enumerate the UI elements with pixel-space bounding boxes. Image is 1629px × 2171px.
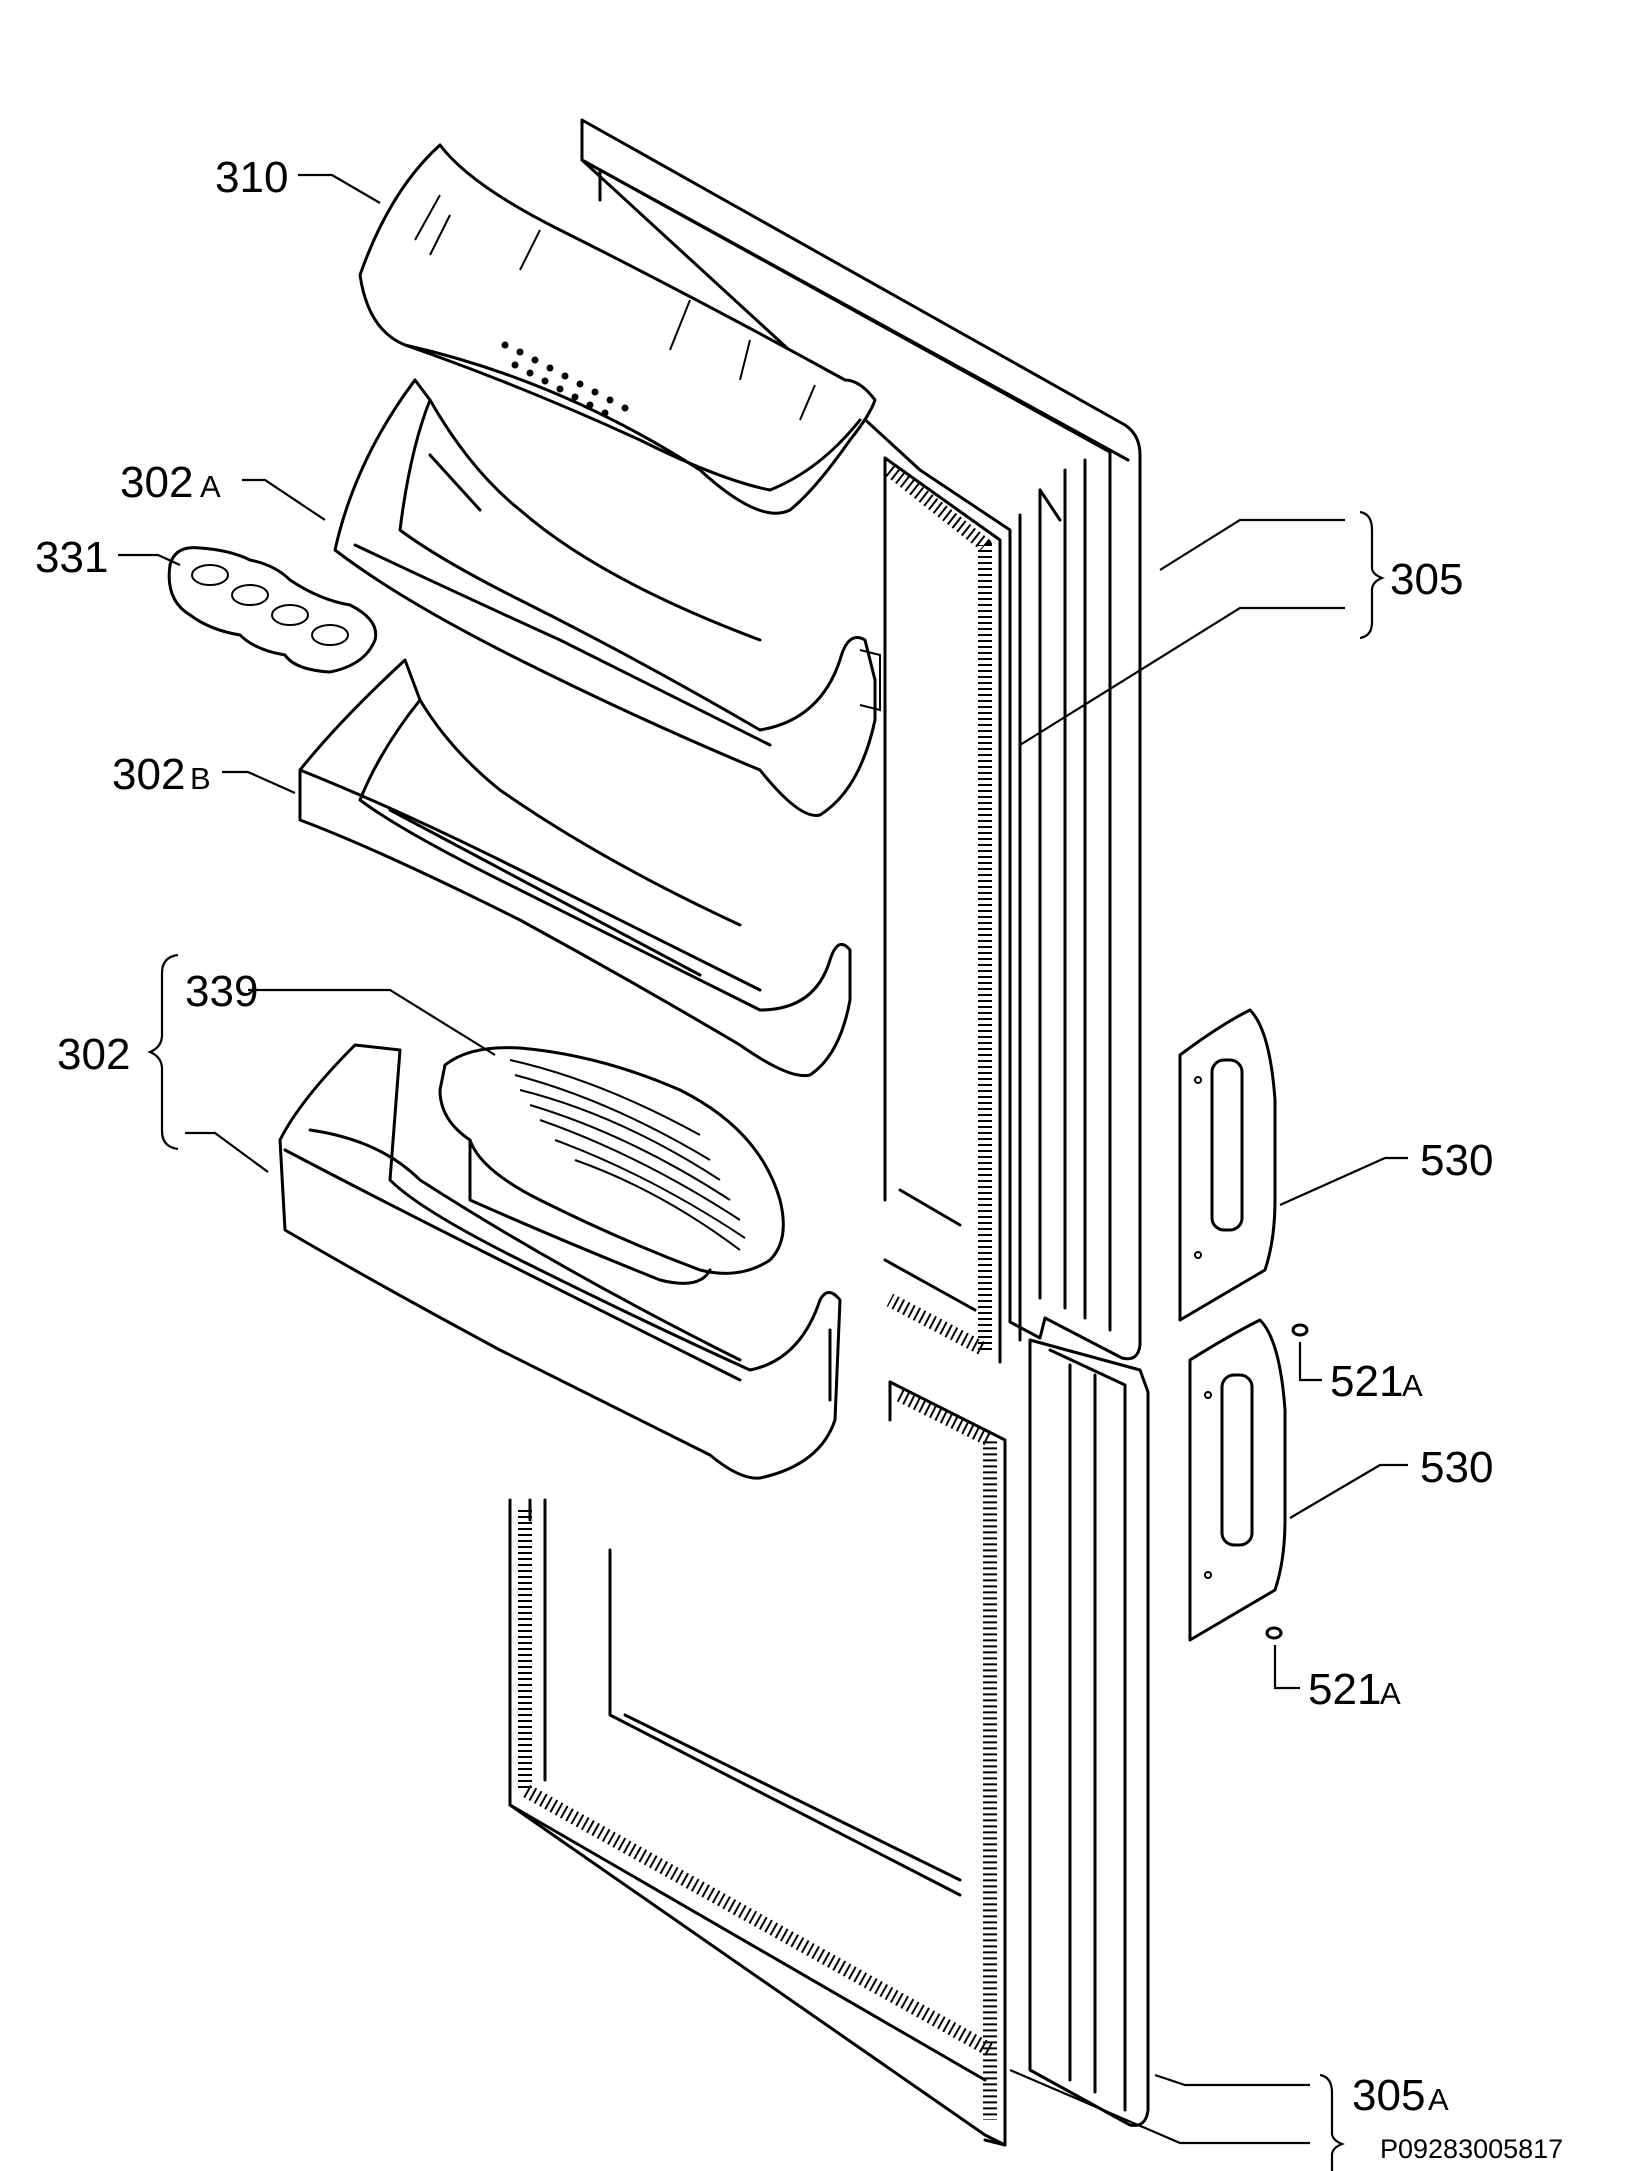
- label-521a-upper-number: 521: [1330, 1357, 1403, 1406]
- door-shelf-302: [278, 1043, 842, 1480]
- door-handle-lower: [1188, 1318, 1287, 1642]
- label-521a-upper-suffix: A: [1402, 1368, 1423, 1403]
- label-302b-suffix: B: [190, 761, 211, 796]
- label-302a-suffix: A: [200, 469, 221, 504]
- label-302a-number: 302: [120, 458, 193, 507]
- screw-caps: [1265, 1323, 1309, 1640]
- upper-door: [580, 118, 1142, 1364]
- lower-door: [508, 1338, 1150, 2147]
- braces: [147, 510, 1385, 2171]
- part-labels: 310 302 A 331 302 B 339 302 305 530 521 …: [35, 153, 1563, 2164]
- egg-tray: [167, 546, 378, 674]
- label-305a-suffix: A: [1428, 2082, 1449, 2117]
- dairy-compartment-lid: [358, 143, 877, 515]
- label-305a-number: 305: [1352, 2071, 1425, 2120]
- label-331: 331: [35, 533, 108, 582]
- label-302: 302: [57, 1030, 130, 1079]
- label-521a-lower-number: 521: [1308, 1665, 1381, 1714]
- drawing-code: P09283005817: [1380, 2134, 1563, 2164]
- door-shelf-302b: [298, 658, 852, 1078]
- label-521a-lower-suffix: A: [1380, 1676, 1401, 1711]
- door-handle-upper: [1178, 1008, 1277, 1322]
- leader-lines: [118, 173, 1408, 2145]
- door-shelf-302a: [333, 378, 881, 817]
- label-339: 339: [185, 967, 258, 1016]
- label-305: 305: [1390, 555, 1463, 604]
- label-310: 310: [215, 153, 288, 202]
- bottle-holder: [438, 1046, 785, 1285]
- label-530-lower: 530: [1420, 1443, 1493, 1492]
- vent-holes: [501, 341, 629, 417]
- label-302b-number: 302: [112, 750, 185, 799]
- label-530-upper: 530: [1420, 1136, 1493, 1185]
